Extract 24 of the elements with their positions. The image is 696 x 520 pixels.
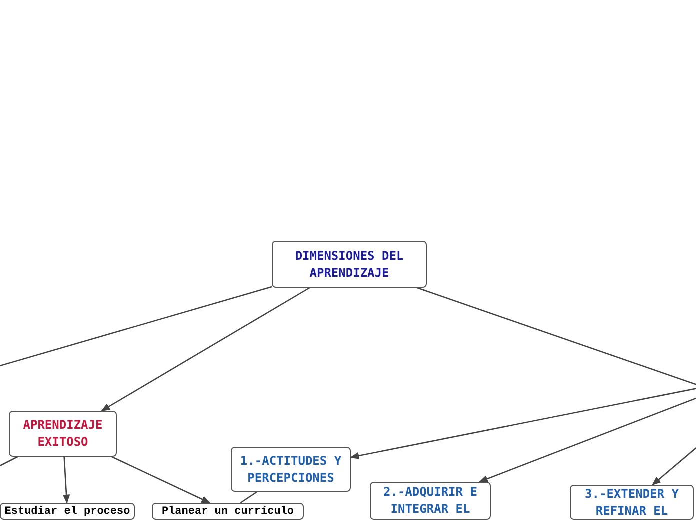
connector-line — [240, 491, 258, 504]
concept-box — [370, 482, 491, 520]
concept-text: Planear un currículo — [162, 504, 294, 518]
connector-line — [417, 287, 696, 387]
concept-box — [0, 503, 135, 520]
connector-line — [0, 456, 18, 467]
connector-line — [0, 286, 272, 367]
concept-text: 3.-EXTENDER Y REFINAR EL — [584, 486, 680, 520]
concept-text: 1.-ACTITUDES Y PERCEPCIONES — [239, 452, 343, 486]
concept-text: 2.-ADQUIRIR E INTEGRAR EL — [382, 484, 478, 518]
concept-box — [152, 503, 304, 520]
concept-text: Estudiar el proceso — [4, 504, 130, 518]
concept-text: APRENDIZAJE EXITOSO — [22, 417, 104, 451]
concept-box — [272, 241, 427, 288]
concept-text: DIMENSIONES DEL APRENDIZAJE — [294, 248, 405, 282]
arrow — [350, 387, 696, 460]
concept-box — [9, 411, 117, 457]
concept-box — [570, 485, 694, 520]
arrow — [101, 287, 310, 412]
arrow — [62, 456, 70, 504]
arrow — [478, 396, 696, 483]
concept-box — [231, 447, 351, 492]
arrow — [112, 456, 211, 504]
arrow — [652, 444, 696, 486]
